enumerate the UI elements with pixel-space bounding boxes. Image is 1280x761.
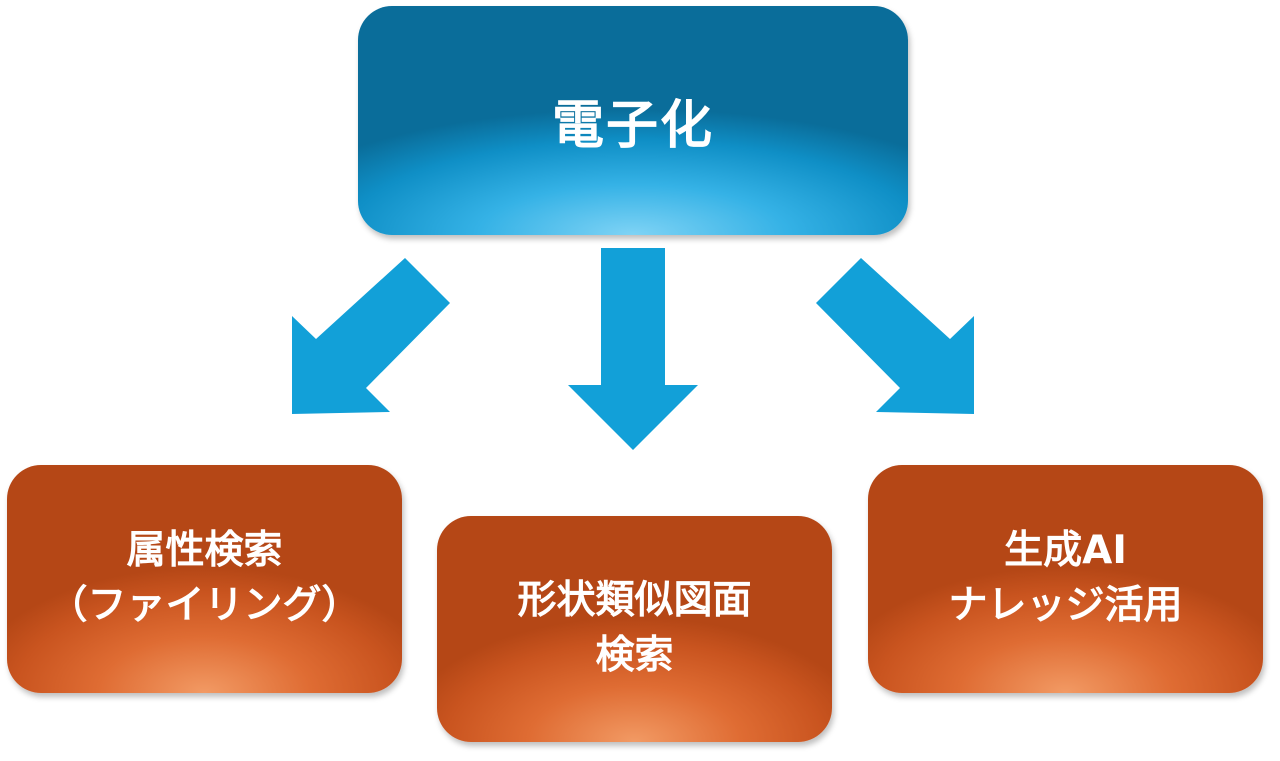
shape-similarity-search-box: 形状類似図面 検索 — [437, 516, 832, 742]
shape-similarity-label: 形状類似図面 — [517, 578, 752, 624]
attribute-search-box: 属性検索 （ファイリング） — [7, 465, 402, 693]
digitization-box: 電子化 — [358, 6, 908, 235]
generative-ai-sublabel: ナレッジ活用 — [948, 583, 1183, 628]
generative-ai-box: 生成AI ナレッジ活用 — [868, 465, 1263, 693]
attribute-search-sublabel: （ファイリング） — [48, 583, 361, 628]
shape-similarity-sublabel: 検索 — [595, 633, 674, 678]
generative-ai-label: 生成AI — [1004, 528, 1127, 574]
attribute-search-label: 属性検索 — [126, 528, 283, 574]
arrow-down-right — [816, 258, 974, 414]
arrow-down-left — [292, 258, 450, 414]
digitization-label: 電子化 — [551, 96, 714, 156]
arrow-down — [568, 248, 698, 450]
